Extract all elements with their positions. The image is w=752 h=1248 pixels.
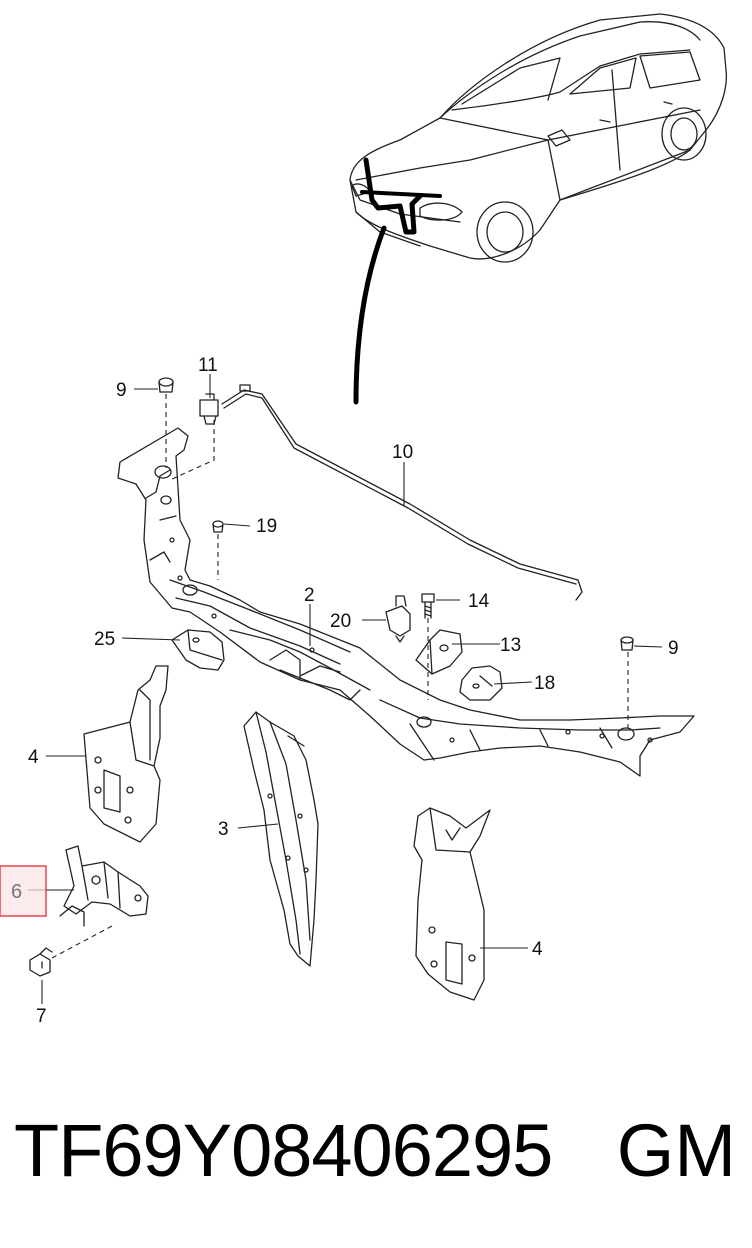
- callout-labels: 11 9 10 19 2 14 20 25 13 9 18 4 3 6 4 7: [11, 355, 679, 1027]
- side-panel-4-right: [413, 807, 491, 1001]
- footer: TF69Y08406295 GM: [14, 1106, 744, 1196]
- label-11: 11: [198, 355, 218, 376]
- grommet-9-right: [620, 636, 634, 651]
- bracket-25: [171, 629, 225, 671]
- center-stay-3: [243, 711, 319, 967]
- label-14: 14: [468, 591, 490, 612]
- label-13: 13: [500, 635, 521, 656]
- label-20: 20: [330, 611, 351, 632]
- label-3: 3: [218, 819, 229, 840]
- label-9-left: 9: [116, 380, 127, 401]
- part-number: TF69Y08406295: [14, 1109, 553, 1192]
- label-6: 6: [11, 881, 22, 903]
- bolt-14: [421, 593, 435, 619]
- grommet-9-left: [158, 377, 174, 393]
- side-panel-4-left: [83, 665, 169, 843]
- label-2: 2: [304, 585, 315, 606]
- car-illustration: [349, 13, 728, 263]
- radiator-support-upper: [117, 427, 695, 777]
- hood-release-cable: [221, 384, 583, 601]
- bolt-7: [29, 947, 53, 977]
- label-25: 25: [94, 629, 115, 650]
- brand-label: GM: [616, 1109, 736, 1192]
- label-7: 7: [36, 1006, 47, 1027]
- bracket-18: [459, 665, 503, 701]
- clip-20: [385, 595, 411, 643]
- pointer-arrow: [353, 225, 387, 405]
- label-4-left: 4: [28, 747, 39, 768]
- label-19: 19: [256, 516, 277, 537]
- label-18: 18: [534, 673, 555, 694]
- label-10: 10: [392, 442, 413, 463]
- label-9-right: 9: [668, 638, 679, 659]
- grommet-19: [212, 520, 224, 533]
- highlight-box-6: [0, 865, 47, 917]
- leader-lines: [28, 374, 663, 1004]
- label-4-right: 4: [532, 939, 543, 960]
- bracket-13: [415, 629, 463, 675]
- hood-latch-6: [59, 845, 149, 927]
- clip-11: [199, 393, 219, 425]
